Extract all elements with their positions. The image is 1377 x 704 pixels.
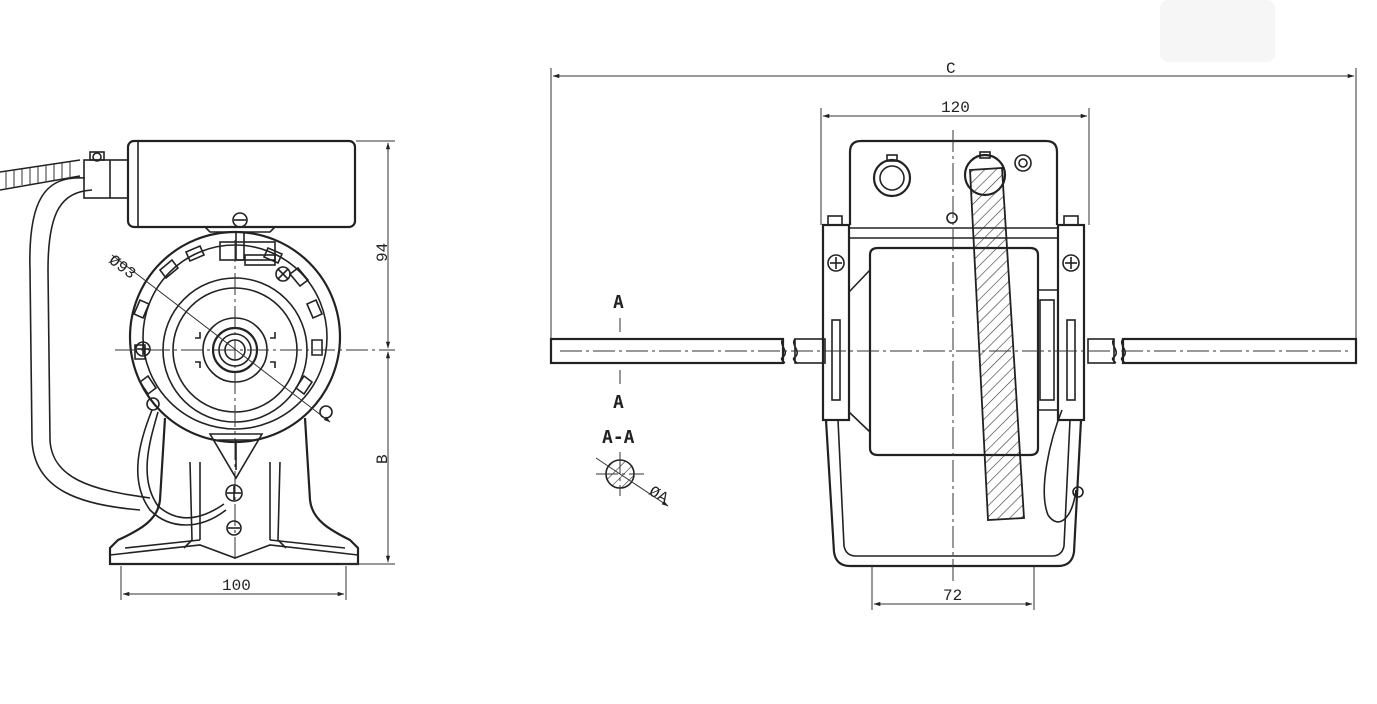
watermark — [1160, 0, 1275, 62]
cable — [0, 159, 151, 511]
motor-body — [848, 246, 1058, 457]
ground-wire — [137, 409, 227, 526]
mounting-base — [108, 417, 360, 566]
b-label: B — [374, 454, 392, 464]
hatched-cable-sleeve — [969, 167, 1025, 521]
front-base — [824, 419, 1083, 568]
overall-length-label: C — [946, 60, 956, 78]
diameter-leader — [111, 254, 331, 423]
section-mark-top: A — [613, 292, 624, 313]
side-brackets — [821, 215, 1086, 422]
section-mark-bottom: A — [613, 392, 624, 413]
foot-width-label: 72 — [943, 587, 962, 605]
side-view: Ø93 94 B — [0, 139, 395, 600]
front-view: C 120 — [549, 60, 1358, 610]
height-94-label: 94 — [374, 243, 392, 262]
terminal-box — [83, 139, 357, 229]
diameter-label: Ø93 — [105, 252, 139, 284]
body-width-label: 120 — [941, 99, 970, 117]
front-ground-wire — [1043, 409, 1077, 523]
section-title: A-A — [602, 427, 635, 448]
section-a-a-detail: A-A ØA — [595, 427, 672, 508]
base-width-label: 100 — [222, 577, 251, 595]
section-diameter-label: ØA — [646, 483, 672, 508]
